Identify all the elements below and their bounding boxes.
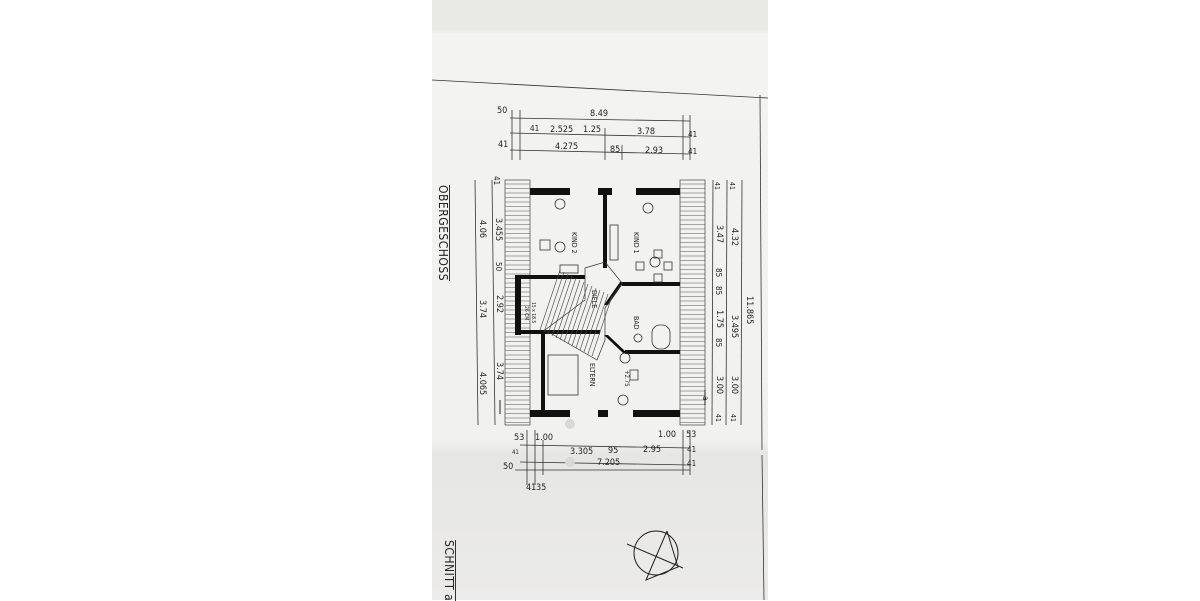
dim-label: 3.74 [477,300,487,319]
dim-label: 85 [714,268,723,278]
punch-hole [565,419,575,429]
diele-hatch-line [587,293,609,355]
bathtub [651,324,671,350]
dim-label: 41 [714,414,722,423]
dim-label: 41 [687,459,697,468]
dim-label: 1.75 [714,310,724,329]
dim-label: 1.00 [535,433,554,443]
dim-label: 8.49 [590,109,609,119]
dim-label: 41 [492,176,501,186]
dim-label: 3.74 [494,362,504,381]
diele-hatch-line [555,277,577,339]
diele-hatch-line [563,281,585,343]
diele-hatch-line [579,289,601,351]
north-arrow-icon [626,530,684,581]
dim-line [725,179,728,426]
dim-label: 3.00 [714,376,724,395]
dim-line [491,179,496,426]
room-label-diele: DIELE [590,290,598,309]
walls [515,188,680,417]
section-marker-icon [499,390,706,414]
dim-label: 50 [503,462,514,472]
dim-label: 2.92 [494,295,504,314]
dim-line [519,461,691,466]
roof-hatching-right [679,179,706,426]
dim-label: 41 [687,445,697,454]
room-label-eltern: ELTERN [588,363,596,387]
dim-label: 41 [512,449,519,456]
diele-hatch-line [559,279,581,341]
dim-label: 41 [526,483,537,493]
dim-label: 2.95 [643,445,662,455]
diele-hatch-line [539,269,561,331]
stair-tread-label: 26 CM [523,306,529,321]
dim-label: 41 [729,414,737,423]
dim-label: 50 [494,262,503,272]
dim-label: 4.32 [729,228,739,247]
dim-label: 3.495 [729,315,739,339]
room-label-kind1: KIND 1 [632,232,640,254]
stair-steps-label: 15 x 18.5 [530,302,536,324]
dim-label: 3.47 [714,225,724,244]
section-marker-label: a [701,396,710,401]
drawing-title: OBERGESCHOSS [436,185,450,282]
dim-line [519,444,691,449]
diele-hatch-line [547,273,569,335]
dim-label: 2.525 [550,125,574,135]
dim-label: 4.06 [477,220,487,239]
dim-label: 85 [714,338,723,348]
dim-label: 41 [688,147,698,156]
dim-label: 85 [610,145,621,155]
paper-sheet [432,0,768,600]
dim-line [509,149,691,155]
dim-label: 4.275 [555,142,579,152]
level-label: +2.75 [623,370,630,387]
border-line-top [431,79,769,99]
diele-hatch-line [591,295,613,357]
dim-label: 3.00 [729,376,739,395]
roof-hatching-left [504,179,531,426]
dim-label: 41 [713,182,721,191]
room-label-kind2: KIND 2 [570,232,578,254]
dim-label: 3.305 [570,447,594,457]
dim-label: 41 [498,140,509,150]
dim-label: 53 [514,433,525,443]
dim-label: 53 [686,430,697,440]
dim-label: 11.865 [744,296,754,325]
dim-label: 7.205 [597,458,621,468]
dim-line [474,179,479,426]
dim-label: 41 [728,182,736,191]
diele-hatching [544,261,623,361]
diele-hatch-line [567,283,589,345]
section-title: SCHNITT a [442,540,456,601]
diele-hatch-line [571,285,593,347]
dim-label: 41 [688,130,698,139]
dim-line [740,179,743,426]
dim-line [509,117,691,122]
dim-label: 3.455 [493,218,503,242]
diele-hatch-line [543,271,565,333]
dim-label: 1.25 [583,125,602,135]
furniture [539,198,673,406]
dim-label: 4.065 [477,372,487,396]
punch-hole [565,457,575,467]
dim-label: 3.78 [637,127,656,137]
border-line-right-lower [761,454,765,600]
dim-label: 41 [530,124,540,133]
diele-hatch-line [583,291,605,353]
dim-label: 1.00 [658,430,677,440]
dim-line [509,132,691,138]
dim-label: 50 [497,106,508,116]
dim-label: 35 [536,483,547,493]
dim-label: 2.93 [645,146,664,156]
bed [547,354,579,396]
dim-label: 95 [608,446,619,456]
dim-label: 85 [714,286,723,296]
diele-hatch-line [551,275,573,337]
border-line-right [759,94,763,451]
room-label-bad: BAD [632,316,640,330]
dim-line [711,179,714,426]
diele-hatch-line [575,287,597,349]
